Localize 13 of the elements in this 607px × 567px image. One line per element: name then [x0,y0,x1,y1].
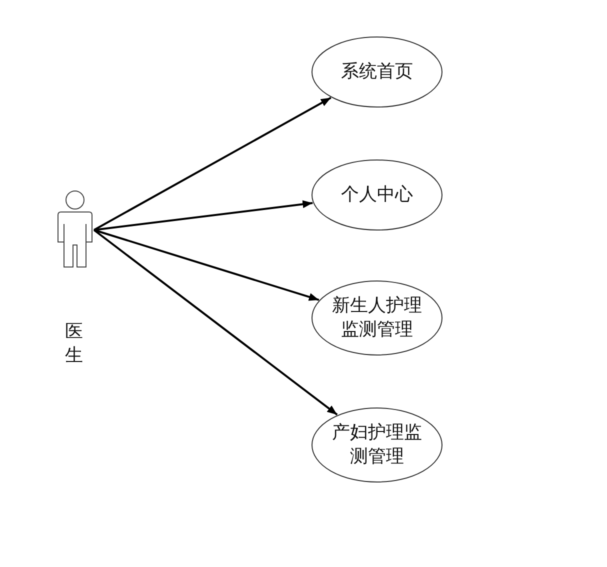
association-arrow [94,229,320,301]
association-arrow [94,96,332,231]
use-case-label: 新生人护理监测管理 [331,294,423,342]
use-case-label: 个人中心 [340,183,414,207]
association-arrow [94,200,313,231]
use-case-ellipse [311,36,443,108]
association-arrow [93,229,338,416]
use-case-label: 系统首页 [340,60,414,84]
actor-name: 医生 [65,320,84,368]
use-case-ellipse [311,280,443,356]
use-case-ellipse [311,407,443,483]
use-case-label: 产妇护理监测管理 [331,421,423,469]
use-case-ellipse [311,159,443,231]
